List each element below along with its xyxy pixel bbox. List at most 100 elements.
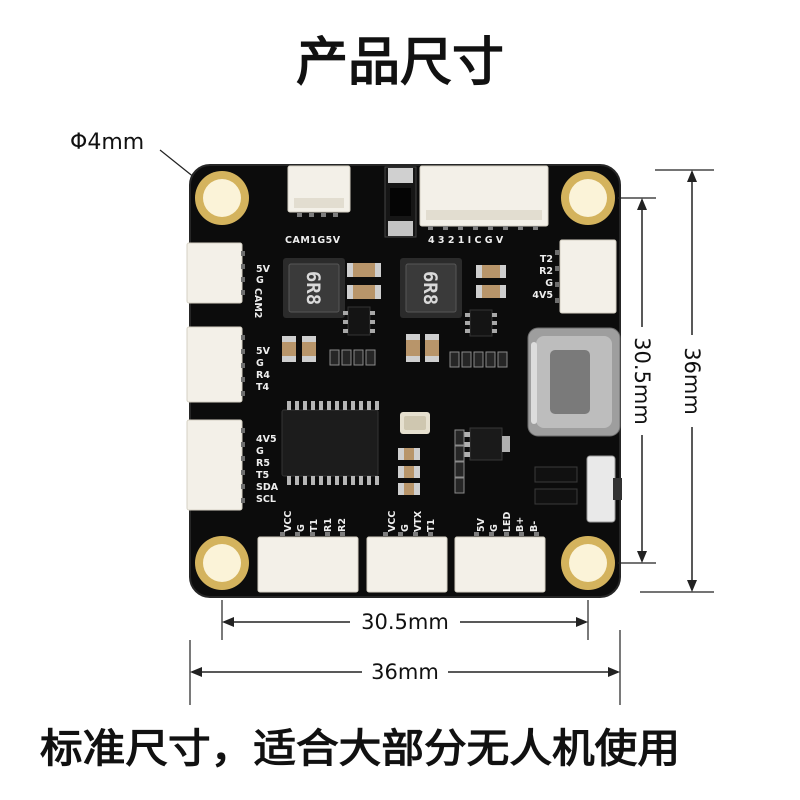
capacitor-terminal	[476, 285, 482, 298]
crystal-oscillator	[400, 412, 430, 434]
ic-lead	[303, 401, 307, 410]
pin-label: T1	[426, 519, 437, 532]
connector-pin	[340, 532, 345, 536]
connector-pin	[280, 532, 285, 536]
capacitor	[347, 285, 381, 299]
hole-diameter-callout: Φ4mm	[70, 130, 201, 183]
connector-right-uart2	[559, 239, 617, 314]
capacitor-terminal	[406, 356, 420, 362]
mounting-hole-top-left	[195, 171, 249, 225]
pin-label: VCC	[387, 511, 398, 532]
pin-label: VTX	[413, 510, 424, 532]
pin-label: R2	[337, 518, 348, 532]
mount-width-label: 30.5mm	[361, 610, 449, 634]
ic-lead	[370, 329, 375, 333]
ic-lead	[465, 313, 470, 317]
boot-button	[586, 455, 622, 523]
usb-c-port	[527, 327, 621, 437]
pin-label: 4V5	[532, 290, 553, 301]
diode-small	[534, 488, 578, 505]
capacitor-terminal	[398, 483, 404, 495]
capacitor-terminal	[414, 448, 420, 460]
capacitor-terminal	[500, 265, 506, 278]
dimension-outer-height: 36mm	[640, 169, 714, 593]
pin-label: G	[489, 524, 500, 532]
ic-lead	[370, 320, 375, 324]
diode	[384, 166, 417, 238]
transistor-lead	[462, 432, 470, 437]
connector-pin	[295, 532, 300, 536]
ic-lead	[359, 401, 363, 410]
connector-left-uart4	[186, 326, 243, 403]
pin-label: B+	[515, 517, 526, 532]
inductor-right: 6R8	[400, 258, 462, 318]
resistor	[353, 349, 364, 366]
regulator-chip	[347, 306, 371, 336]
connector-pin	[428, 226, 433, 230]
connector-pin	[241, 277, 245, 282]
connector-pin	[443, 226, 448, 230]
connector-pin	[241, 442, 245, 447]
ic-lead	[465, 321, 470, 325]
dimension-mount-height: 30.5mm	[618, 197, 656, 564]
ic-lead	[492, 313, 497, 317]
connector-pin	[333, 213, 338, 217]
resistor	[365, 349, 376, 366]
pin-label: G	[545, 278, 553, 289]
connector-pin	[325, 532, 330, 536]
resistor	[454, 429, 465, 446]
ic-lead	[319, 476, 323, 485]
capacitor	[347, 263, 381, 277]
capacitor-terminal	[398, 466, 404, 478]
capacitor-terminal	[302, 336, 316, 342]
outer-height-label: 36mm	[680, 347, 704, 415]
ic-lead	[343, 311, 348, 315]
hole-diameter-label: Φ4mm	[70, 130, 144, 155]
capacitor-terminal	[282, 336, 296, 342]
connector-top-camera	[287, 165, 351, 213]
connector-pin	[241, 470, 245, 475]
capacitor-terminal	[414, 466, 420, 478]
ic-lead	[319, 401, 323, 410]
resistor	[454, 445, 465, 462]
connector-bottom-receiver	[257, 536, 359, 593]
silk-label-top-connector: 4 3 2 1 I C G V	[428, 235, 504, 246]
pin-label: SDA	[256, 482, 279, 493]
ic-lead	[375, 401, 379, 410]
pin-label: VCC	[283, 511, 294, 532]
ic-lead	[351, 476, 355, 485]
capacitor-terminal	[347, 263, 353, 277]
inductor-marking: 6R8	[302, 271, 324, 305]
mounting-hole-bottom-right	[561, 536, 615, 590]
pin-label: T2	[540, 254, 553, 265]
flight-controller-board: CAM1G5V 4 3 2 1 I C G V 5V G CAM2 5V G R…	[186, 164, 622, 598]
ic-lead	[343, 476, 347, 485]
connector-pin	[241, 290, 245, 295]
mounting-hole-bottom-left	[195, 536, 249, 590]
ic-lead	[367, 476, 371, 485]
connector-pin	[241, 484, 245, 489]
connector-bottom-led-buzzer	[454, 536, 546, 593]
pin-label: G	[400, 524, 411, 532]
capacitor-terminal	[476, 265, 482, 278]
ic-lead	[335, 476, 339, 485]
capacitor-terminal	[375, 285, 381, 299]
resistor	[341, 349, 352, 366]
ic-lead	[343, 320, 348, 324]
pin-label: B-	[529, 521, 540, 532]
pin-label: LED	[502, 511, 513, 532]
connector-pin	[555, 282, 559, 287]
ic-lead	[375, 476, 379, 485]
pin-label: R5	[256, 458, 270, 469]
inductor-marking: 6R8	[419, 271, 441, 305]
pin-label: 5V	[256, 346, 271, 357]
ic-lead	[327, 476, 331, 485]
regulator-chip	[469, 309, 493, 337]
capacitor-terminal	[406, 334, 420, 340]
capacitor-terminal	[398, 448, 404, 460]
silk-label-camera-connector: CAM1G5V	[285, 235, 341, 246]
connector-left-camera	[186, 242, 243, 304]
mount-height-label: 30.5mm	[630, 337, 654, 425]
capacitor	[302, 336, 316, 362]
connector-pin	[310, 532, 315, 536]
